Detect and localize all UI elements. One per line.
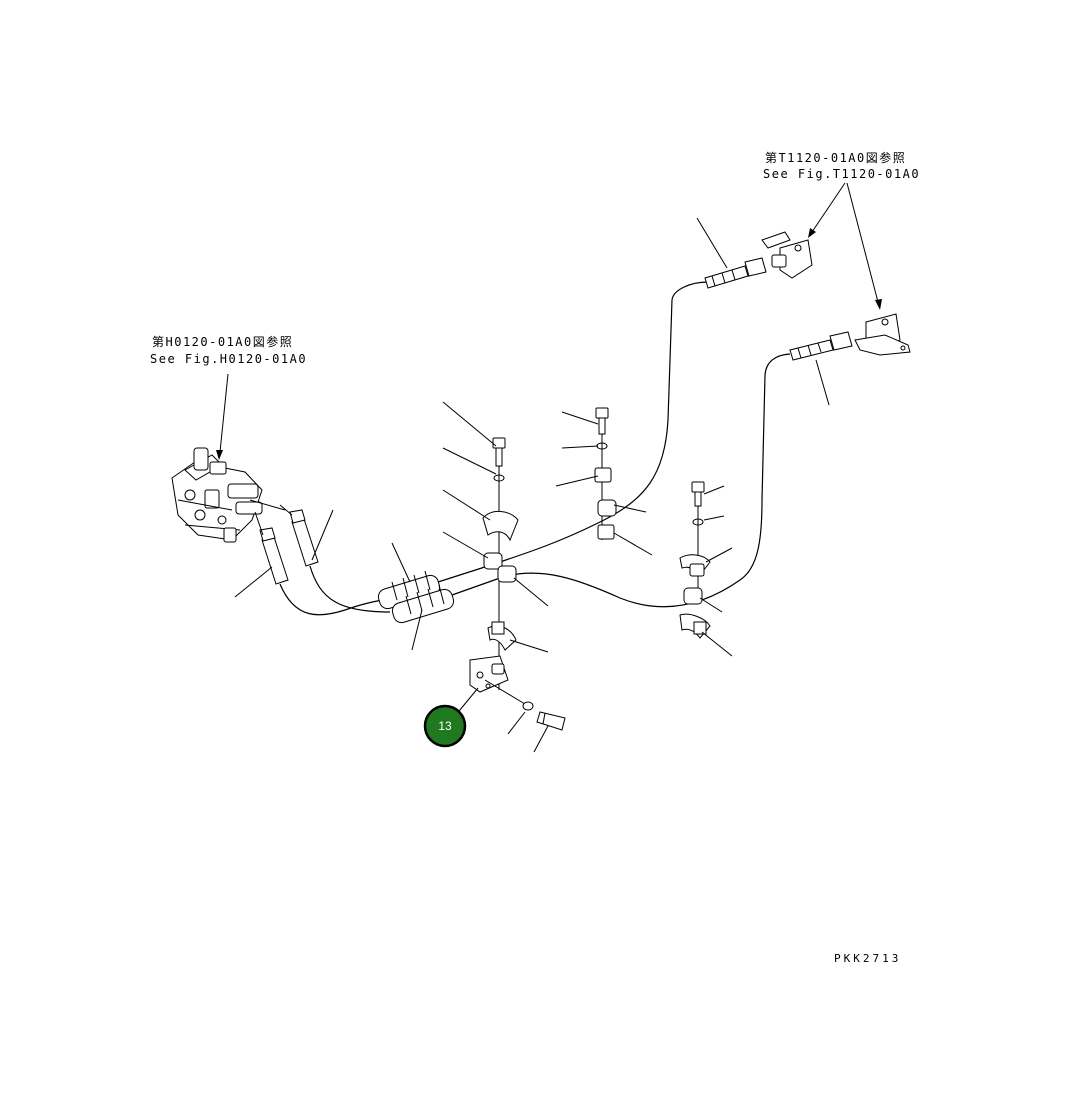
ref-top-right-en: See Fig.T1120-01A0 [763, 167, 920, 181]
hose-sleeves [377, 570, 455, 624]
drawing-code: PKK2713 [834, 952, 901, 965]
ref-top-right-jp: 第T1120-01A0図参照 [765, 150, 906, 165]
ref-arrows [216, 182, 882, 460]
callout-label: 13 [438, 719, 452, 733]
leader-lines [234, 217, 830, 753]
hose-fittings-left [254, 504, 319, 585]
ref-left-jp: 第H0120-01A0図参照 [152, 334, 293, 349]
fittings-top-right [704, 231, 911, 361]
clamps-center [469, 407, 711, 731]
ref-left-en: See Fig.H0120-01A0 [150, 352, 307, 366]
hoses [279, 281, 791, 616]
control-valve [171, 447, 286, 543]
callout-circle [423, 704, 467, 748]
callout-13[interactable]: 13 [423, 704, 467, 748]
